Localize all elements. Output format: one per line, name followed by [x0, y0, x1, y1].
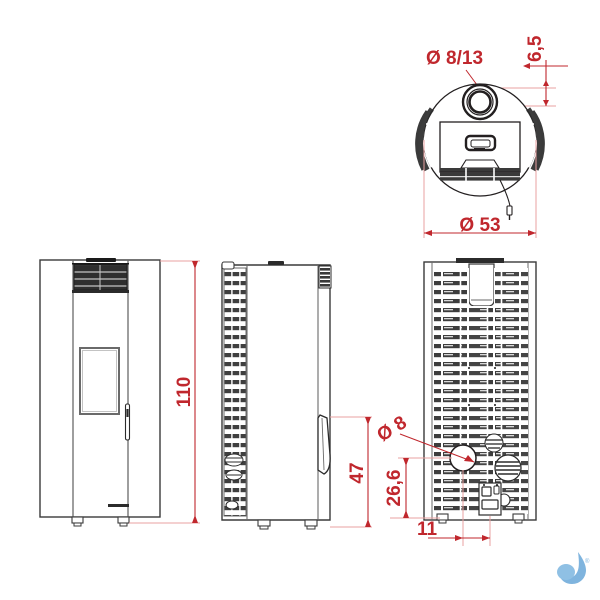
- dim-label-flue-offset: 6,5: [525, 35, 546, 62]
- top-view: 6,5 Ø 8/13: [415, 35, 568, 238]
- rear-grille-columns: [434, 268, 528, 514]
- front-view: 110: [39, 258, 200, 527]
- dim-label-flue-diameter: Ø 8/13: [426, 48, 483, 69]
- top-lid-detail: [440, 159, 520, 181]
- top-flue-collar: [461, 83, 499, 121]
- side-top-plate: [268, 261, 284, 265]
- top-right-vent: [522, 107, 545, 172]
- dim-handle-height: 47: [330, 416, 372, 528]
- top-panel-handle: [464, 134, 497, 152]
- front-door-window: [79, 347, 120, 415]
- dim-label-flue-outlet-offset: 11: [417, 519, 438, 540]
- front-feet: [71, 516, 130, 527]
- rear-control-box: [478, 482, 502, 516]
- side-top-grille: [318, 265, 332, 289]
- top-cable-detail: [499, 179, 513, 220]
- brand-logo: ®: [557, 552, 590, 584]
- side-body-outline: [221, 264, 331, 521]
- rear-feet: [436, 513, 525, 524]
- logo-trademark: ®: [585, 558, 590, 565]
- rear-top-cap: [456, 258, 504, 263]
- dim-total-height: 110: [129, 260, 200, 524]
- side-rear-grille: [224, 268, 246, 516]
- logo-drop-shape: [560, 552, 586, 584]
- side-view: 47: [221, 261, 372, 530]
- dim-label-flue-outlet-height: 26,6: [384, 470, 405, 507]
- side-circular-vents: [224, 453, 244, 510]
- dim-label-body-diameter: Ø 53: [459, 215, 500, 236]
- dim-label-total-height: 110: [174, 377, 195, 408]
- logo-circle-shape: [557, 564, 575, 580]
- dim-flue-outlet-offset: 11: [417, 470, 491, 546]
- front-door-handle: [124, 403, 131, 441]
- dim-body-diameter: Ø 53: [423, 140, 537, 238]
- rear-vent-disc-large: [494, 454, 522, 482]
- dim-label-handle-height: 47: [347, 462, 368, 483]
- rear-vent-disc-small: [484, 433, 504, 453]
- front-top-grille: [72, 258, 129, 293]
- side-feet: [257, 519, 318, 530]
- side-rear-lid-tab: [221, 261, 235, 270]
- front-brand-plate: [108, 504, 129, 507]
- dim-flue-outlet-height: 26,6: [384, 457, 452, 519]
- rear-view: Ø 8 26,6 11: [374, 258, 537, 546]
- side-door-handle: [317, 414, 331, 475]
